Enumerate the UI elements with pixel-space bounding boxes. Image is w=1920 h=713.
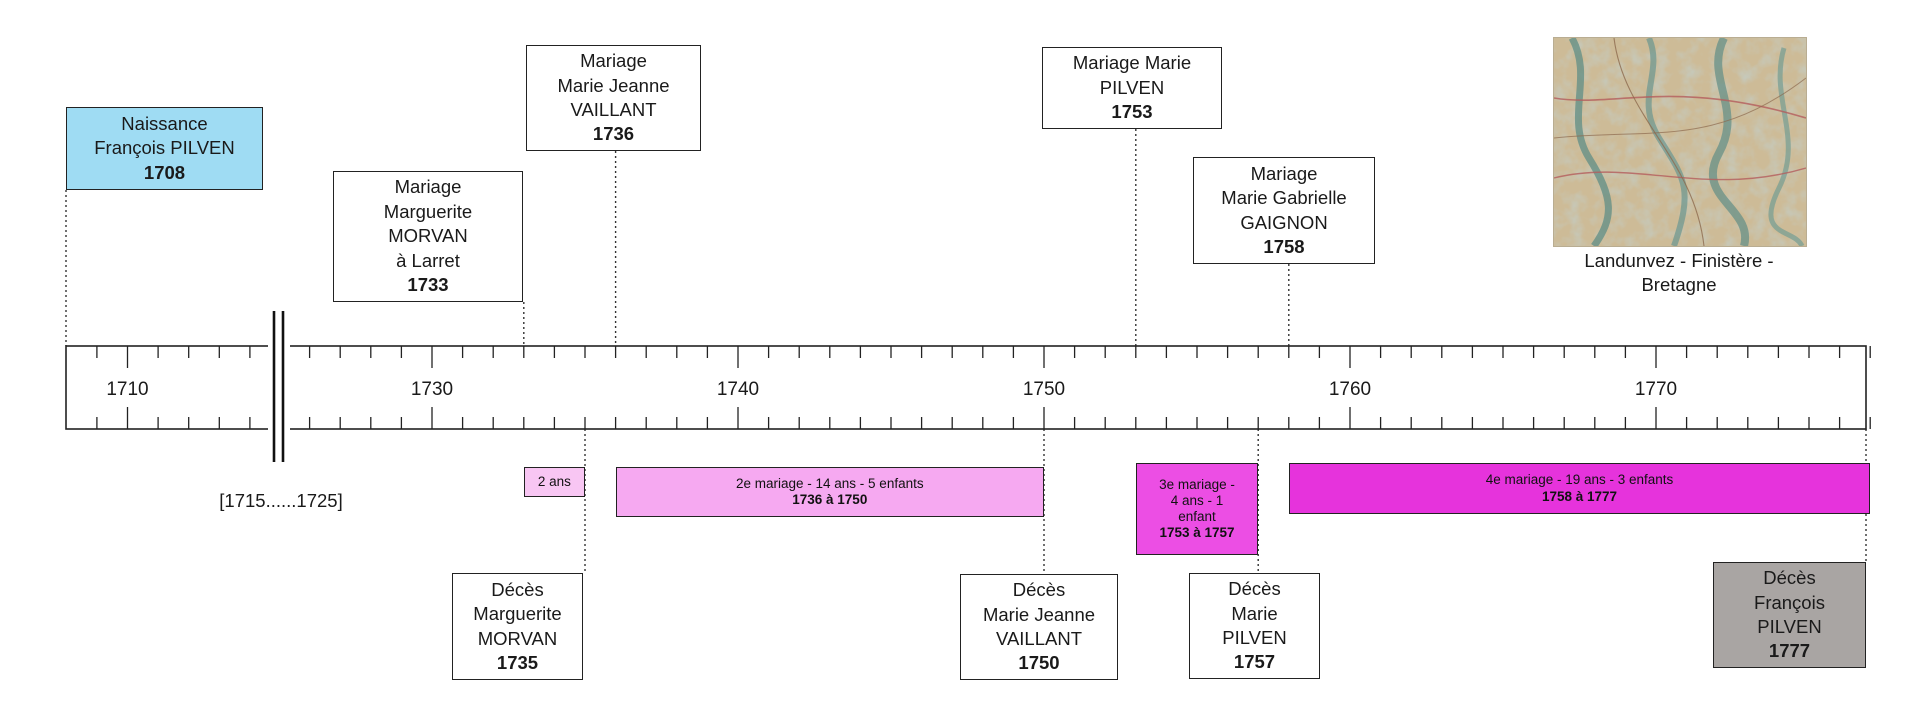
map-image — [1553, 37, 1807, 247]
period-date-range: 1758 à 1777 — [1541, 488, 1618, 504]
event-text-line: Mariage — [1250, 162, 1318, 184]
axis-tick-label: 1730 — [411, 379, 453, 400]
event-text-line: MORVAN — [388, 225, 468, 247]
event-year: 1758 — [1263, 235, 1305, 257]
event-text-line: Décès — [491, 578, 544, 600]
event-text-line: François PILVEN — [94, 137, 235, 159]
period-text-line: 4 ans - 1 — [1170, 492, 1224, 508]
event-text-line: GAIGNON — [1240, 211, 1328, 233]
axis-break-range-label: [1715......1725] — [219, 490, 343, 511]
event-text-line: Marie Jeanne — [557, 74, 670, 96]
event-year: 1753 — [1111, 101, 1153, 123]
event-text-line: Mariage — [580, 50, 647, 72]
event-text-line: MORVAN — [477, 627, 558, 649]
map-caption-line-1: Landunvez - Finistère - — [1584, 250, 1774, 271]
event-year: 1777 — [1768, 640, 1811, 662]
period-text-line: 4e mariage - 19 ans - 3 enfants — [1485, 472, 1674, 488]
axis-tick-label: 1710 — [106, 379, 148, 400]
event-year: 1750 — [1018, 652, 1060, 674]
event-text-line: Marguerite — [383, 200, 473, 222]
event-year: 1735 — [496, 651, 539, 673]
event-text-line: Marie Jeanne — [982, 603, 1096, 625]
period-text-line: enfant — [1178, 509, 1216, 524]
event-text-line: Décès — [1012, 579, 1066, 601]
event-text-line: VAILLANT — [570, 99, 657, 120]
event-year: 1708 — [143, 161, 186, 183]
event-text-line: PILVEN — [1757, 616, 1822, 637]
event-text-line: Marie Gabrielle — [1221, 187, 1347, 209]
event-text-line: François — [1754, 591, 1825, 613]
axis-tick-label: 1760 — [1329, 379, 1371, 400]
event-text-line: à Larret — [396, 249, 460, 271]
period-date-range: 1736 à 1750 — [792, 492, 868, 507]
map-caption: Landunvez - Finistère - Bretagne — [1540, 249, 1818, 297]
axis-break-marker — [268, 311, 290, 462]
event-text-line: Décès — [1763, 567, 1816, 589]
period-text-line: 3e mariage - — [1159, 476, 1235, 492]
event-year: 1736 — [592, 123, 635, 145]
event-text-line: Mariage — [394, 176, 462, 198]
event-year: 1757 — [1233, 651, 1276, 673]
event-text-line: Mariage Marie — [1072, 52, 1192, 74]
timeline-axis-bar — [65, 345, 1867, 430]
period-text-line: 2e mariage - 14 ans - 5 enfants — [735, 475, 924, 491]
event-text-line: Naissance — [121, 112, 208, 134]
event-text-line: Marie — [1231, 602, 1278, 624]
axis-tick-label: 1750 — [1023, 379, 1065, 400]
axis-tick-label: 1770 — [1635, 379, 1677, 400]
event-text-line: Marguerite — [473, 603, 562, 625]
event-text-line: VAILLANT — [995, 628, 1083, 649]
period-text-line: 2 ans — [537, 473, 571, 489]
map-caption-line-2: Bretagne — [1641, 274, 1717, 296]
event-year: 1733 — [407, 274, 449, 296]
period-bar-1: 2 ans — [523, 467, 585, 497]
event-text-line: PILVEN — [1099, 76, 1165, 98]
period-date-range: 1753 à 1757 — [1159, 525, 1235, 541]
event-text-line: Décès — [1228, 578, 1281, 600]
axis-tick-label: 1740 — [717, 379, 759, 400]
event-text-line: PILVEN — [1222, 627, 1287, 648]
